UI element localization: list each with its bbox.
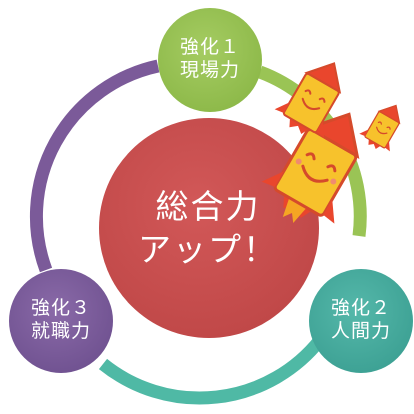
node-label-ningenryoku-line2: 人間力 [330, 319, 391, 342]
center-label: 総合力 アップ！ [118, 186, 298, 272]
center-label-line1: 総合力 [155, 187, 261, 226]
node-label-genbaryoku-line2: 現場力 [179, 58, 240, 81]
node-label-shushokuryoku-line2: 就職力 [30, 319, 91, 342]
rocket-icon-medium [274, 62, 342, 138]
node-label-ningenryoku-line1: 強化２ [330, 297, 391, 319]
cycle-arc-teal [98, 335, 326, 405]
node-label-ningenryoku: 強化２ 人間力 [311, 297, 411, 343]
cycle-arc-purple [29, 59, 160, 273]
center-label-line2: アップ！ [138, 229, 278, 269]
node-circle-genbaryoku [158, 8, 262, 112]
node-circle-shushokuryoku [9, 269, 113, 373]
node-label-genbaryoku: 強化１ 現場力 [160, 36, 260, 82]
rocket-icon-large [261, 112, 360, 224]
rocket-icon-small [359, 104, 401, 152]
node-label-shushokuryoku-line1: 強化３ [30, 297, 91, 319]
center-circle [99, 118, 319, 338]
node-label-genbaryoku-line1: 強化１ [179, 36, 240, 58]
node-label-shushokuryoku: 強化３ 就職力 [11, 297, 111, 343]
node-circle-ningenryoku [309, 269, 413, 373]
